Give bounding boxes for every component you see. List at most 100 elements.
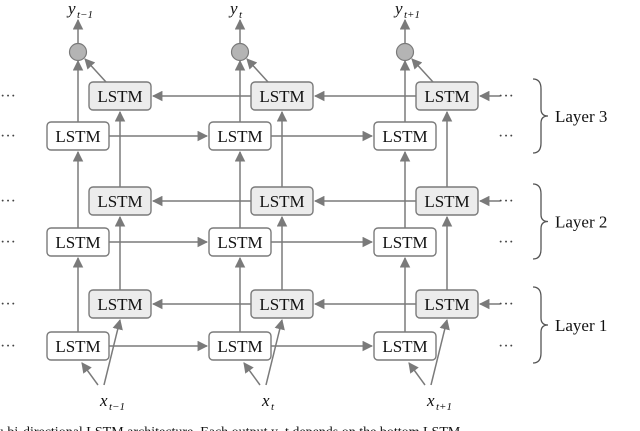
lstm-label: LSTM [97,192,142,211]
ellipsis-left: ··· [0,338,16,355]
lstm-label: LSTM [97,295,142,314]
forward-lstm-box [46,331,110,361]
ellipsis-right: ··· [498,128,514,145]
ellipsis-right: ··· [498,193,514,210]
backward-lstm-cell: LSTM [415,81,479,111]
input-arrow [408,362,426,386]
forward-lstm-cell: LSTM [208,121,272,151]
forward-lstm-box [208,331,272,361]
input-arrow [103,318,123,386]
lstm-label: LSTM [55,127,100,146]
lstm-label: LSTM [217,233,262,252]
lstm-label: LSTM [382,233,427,252]
ellipsis-right: ··· [498,234,514,251]
backward-lstm-cell: LSTM [250,186,314,216]
backward-lstm-box [415,186,479,216]
output-node [230,42,250,62]
backward-lstm-box [415,81,479,111]
backward-lstm-box [250,289,314,319]
input-arrow [81,362,99,386]
backward-lstm-cell: LSTM [250,81,314,111]
layer-label: Layer 1 [555,316,607,335]
input-subscript: t−1 [109,401,125,413]
figure-caption: ı bi-directional LSTM architecture. Each… [0,425,471,431]
forward-lstm-cell: LSTM [46,331,110,361]
lstm-label: LSTM [259,295,304,314]
backward-lstm-box [88,186,152,216]
lstm-label: LSTM [424,192,469,211]
input-arrow [265,318,285,386]
forward-lstm-cell: LSTM [208,227,272,257]
layer-label: Layer 3 [555,107,607,126]
output-arrow [411,58,434,83]
ellipsis-right: ··· [498,338,514,355]
backward-lstm-cell: LSTM [415,289,479,319]
forward-lstm-box [373,331,437,361]
output-label: y [393,0,403,18]
input-label: x [261,391,270,410]
lstm-label: LSTM [97,87,142,106]
forward-lstm-cell: LSTM [46,227,110,257]
forward-lstm-box [208,227,272,257]
ellipsis-left: ··· [0,296,16,313]
backward-lstm-box [88,81,152,111]
backward-lstm-box [250,186,314,216]
layer-label: Layer 2 [555,213,607,232]
output-node [68,42,88,62]
lstm-label: LSTM [259,192,304,211]
input-subscript: t+1 [436,401,452,413]
backward-lstm-cell: LSTM [88,186,152,216]
input-arrow [243,362,261,386]
backward-lstm-box [88,289,152,319]
ellipsis-left: ··· [0,234,16,251]
lstm-label: LSTM [217,337,262,356]
input-label: x [99,391,108,410]
input-subscript: t [271,401,275,413]
input-arrow [430,318,450,386]
lstm-label: LSTM [217,127,262,146]
lstm-label: LSTM [55,337,100,356]
output-subscript: t+1 [404,9,420,21]
output-subscript: t−1 [77,9,93,21]
lstm-label: LSTM [382,127,427,146]
layer-brace [532,183,549,260]
backward-lstm-cell: LSTM [88,81,152,111]
input-label: x [426,391,435,410]
lstm-label: LSTM [259,87,304,106]
forward-lstm-box [373,121,437,151]
forward-lstm-cell: LSTM [46,121,110,151]
ellipsis-left: ··· [0,128,16,145]
forward-lstm-box [208,121,272,151]
backward-lstm-cell: LSTM [250,289,314,319]
backward-lstm-cell: LSTM [415,186,479,216]
connection-arrows [72,18,500,386]
backward-lstm-box [415,289,479,319]
lstm-label: LSTM [424,295,469,314]
ellipsis-right: ··· [498,88,514,105]
output-arrow [246,58,269,83]
ellipsis-left: ··· [0,193,16,210]
forward-lstm-box [46,227,110,257]
backward-lstm-cell: LSTM [88,289,152,319]
forward-lstm-box [373,227,437,257]
output-subscript: t [239,9,243,21]
backward-lstm-box [250,81,314,111]
output-label: y [66,0,76,18]
lstm-label: LSTM [55,233,100,252]
diagram-labels: ··· ··· ··· ··· Layer 3 ··· ··· ··· ··· Layer 2 ··… [0,0,607,431]
ellipsis-left: ··· [0,88,16,105]
forward-lstm-box [46,121,110,151]
output-label: y [228,0,238,18]
layer-brace [532,78,549,154]
forward-lstm-cell: LSTM [373,121,437,151]
lstm-label: LSTM [424,87,469,106]
forward-lstm-cell: LSTM [208,331,272,361]
forward-lstm-cell: LSTM [373,227,437,257]
output-node [395,42,415,62]
layer-brace [532,286,549,364]
ellipsis-right: ··· [498,296,514,313]
lstm-label: LSTM [382,337,427,356]
output-arrow [84,58,107,83]
diagram-nodes: LSTM LSTM LSTM LSTM LSTM LSTM LSTM LSTM LSTM LSTM… [46,42,479,361]
